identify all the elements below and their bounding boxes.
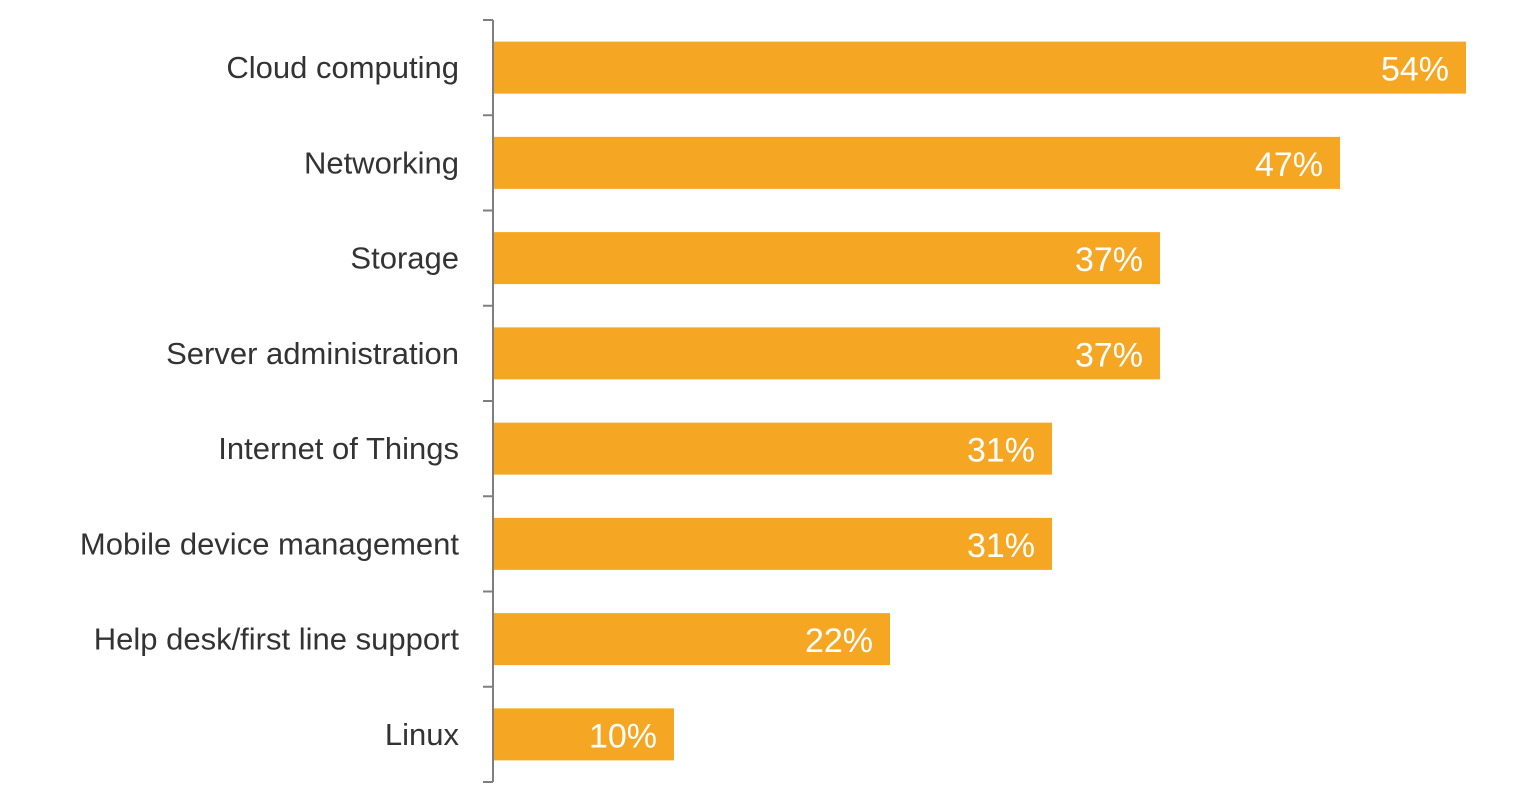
bar-0 — [494, 41, 1466, 94]
category-label: Cloud computing — [226, 50, 459, 85]
category-label: Networking — [304, 145, 459, 180]
category-label: Server administration — [166, 336, 459, 371]
category-label: Storage — [350, 241, 459, 276]
category-label: Internet of Things — [218, 431, 459, 466]
axis-layer — [483, 19, 494, 783]
label-layer: Cloud computing 54% Networking 47% Storage 37… — [80, 50, 1449, 755]
bar-3 — [494, 327, 1160, 380]
value-label: 54% — [1381, 51, 1449, 89]
bar-5 — [494, 517, 1052, 570]
value-label: 22% — [805, 622, 873, 660]
bar-1 — [494, 136, 1340, 189]
bar-6 — [494, 613, 890, 666]
value-label: 47% — [1255, 146, 1323, 184]
value-label: 37% — [1075, 336, 1143, 374]
value-label: 10% — [589, 717, 657, 755]
bar-7 — [494, 708, 674, 761]
value-label: 37% — [1075, 241, 1143, 279]
value-label: 31% — [967, 527, 1035, 565]
bar-2 — [494, 232, 1160, 285]
bar-4 — [494, 422, 1052, 475]
category-label: Mobile device management — [80, 526, 459, 561]
category-label: Linux — [385, 717, 460, 752]
bar-layer — [494, 41, 1466, 761]
category-label: Help desk/first line support — [94, 622, 460, 657]
value-label: 31% — [967, 432, 1035, 470]
